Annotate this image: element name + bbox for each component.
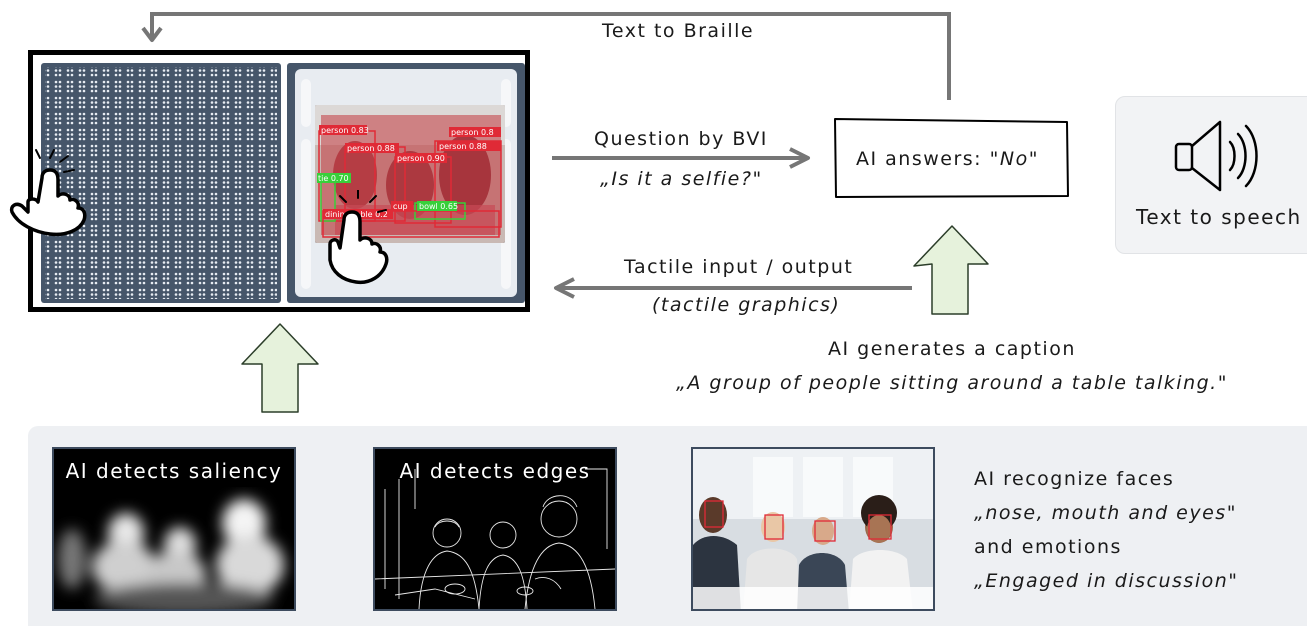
- screen-surface: person 0.83 person 0.88 person 0.90 pers…: [295, 69, 517, 297]
- detection-label-3: person 0.90: [397, 154, 445, 163]
- faces-line-1: AI recognize faces: [974, 468, 1175, 490]
- detection-label-8: bowl 0.65: [419, 202, 458, 211]
- face-recognition-image: [691, 447, 935, 611]
- touch-screen-panel: person 0.83 person 0.88 person 0.90 pers…: [287, 63, 525, 303]
- detection-label-7: cup: [393, 202, 408, 211]
- caption-title: AI generates a caption: [828, 338, 1076, 360]
- detection-label-5: person 0.88: [439, 142, 487, 151]
- edges-label: AI detects edges: [399, 459, 591, 483]
- hand-pointer-icon: [328, 190, 389, 285]
- ai-answers-text: AI answers: "No": [856, 148, 1039, 170]
- speaker-icon: [1174, 120, 1258, 192]
- analysis-up-arrow: [241, 323, 319, 413]
- ai-answers-value: "No": [989, 148, 1039, 170]
- braille-pin-array: [41, 63, 281, 303]
- text-to-braille-label: Text to Braille: [602, 20, 755, 42]
- right-slot: [501, 79, 511, 127]
- detection-label-2: person 0.88: [347, 144, 395, 153]
- left-slot: [301, 79, 311, 127]
- edge-map-image: AI detects edges: [373, 447, 617, 611]
- hand-pointer-icon: [9, 149, 87, 237]
- detection-label-4: person 0.8: [451, 128, 494, 137]
- braille-display-device: person 0.83 person 0.88 person 0.90 pers…: [28, 50, 530, 312]
- faces-line-3: and emotions: [974, 536, 1122, 558]
- saliency-label: AI detects saliency: [65, 459, 283, 483]
- text-to-speech-label: Text to speech: [1136, 205, 1302, 229]
- ai-answers-prefix: AI answers:: [856, 148, 983, 170]
- right-slot-long: [501, 139, 511, 289]
- detection-label-6: tie 0.70: [318, 174, 349, 183]
- faces-line-4: „Engaged in discussion": [974, 570, 1239, 592]
- caption-up-arrow: [913, 225, 989, 315]
- left-slot-long: [301, 139, 311, 289]
- saliency-map-image: AI detects saliency: [52, 447, 296, 611]
- detection-label-1: person 0.83: [321, 126, 369, 135]
- answer-box-frame: [834, 118, 1069, 198]
- faces-line-2: „nose, mouth and eyes": [974, 502, 1237, 524]
- text-to-speech-card: [1115, 96, 1307, 254]
- tactile-graphics-label: (tactile graphics): [652, 294, 841, 316]
- caption-text: „A group of people sitting around a tabl…: [676, 372, 1228, 394]
- question-label: Question by BVI: [594, 128, 768, 150]
- tactile-io-label: Tactile input / output: [624, 256, 854, 278]
- question-text: „Is it a selfie?": [600, 168, 763, 190]
